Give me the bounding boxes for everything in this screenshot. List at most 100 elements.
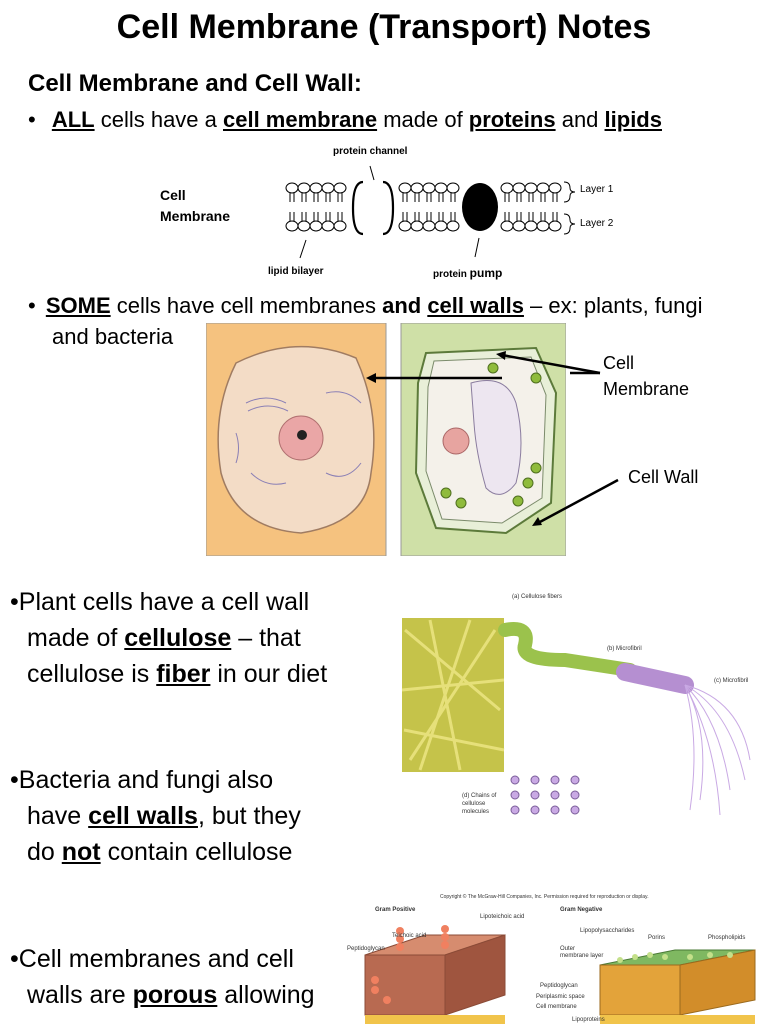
label-membrane: Membrane xyxy=(160,208,231,224)
text: made of xyxy=(27,624,125,652)
microfibrils xyxy=(684,684,751,816)
text: contain cellulose xyxy=(100,838,293,866)
arrow-protein-pump xyxy=(474,237,480,258)
cellulose-figure xyxy=(401,618,751,816)
label-lipoproteins: Lipoproteins xyxy=(572,1017,605,1023)
brace-layer-2 xyxy=(563,213,576,235)
bullet-some-cells: • SOME cells have cell membranes and cel… xyxy=(28,290,748,352)
text: in our diet xyxy=(210,660,328,688)
phospholipid-head xyxy=(524,182,538,194)
text: – that xyxy=(231,624,301,652)
outer-membrane-beads xyxy=(617,952,733,963)
phospholipid-head xyxy=(548,182,562,194)
bullet-glyph: • xyxy=(10,588,19,616)
brace-layer-1 xyxy=(563,181,576,203)
label-porins: Porins xyxy=(648,935,666,941)
vacuole xyxy=(470,380,522,495)
text: Cell membranes and cell xyxy=(18,945,294,973)
phospholipid-head xyxy=(536,182,550,194)
arrow-lipid-bilayer xyxy=(299,239,307,259)
membrane-diagram xyxy=(285,165,576,259)
phospholipid-head xyxy=(434,182,448,194)
text: and xyxy=(555,107,605,132)
phospholipid-head xyxy=(548,220,562,232)
label-protein-channel: protein channel xyxy=(333,146,408,157)
label-lipopolysaccharides: Lipopolysaccharides xyxy=(580,928,635,934)
phospholipid-head xyxy=(309,182,323,194)
phospholipid-head xyxy=(422,220,436,232)
label-layer-1: Layer 1 xyxy=(580,184,614,195)
cellulose-fiber xyxy=(498,622,637,677)
text-all: ALL xyxy=(51,107,95,132)
copyright-line: Copyright © The McGraw-Hill Companies, I… xyxy=(440,894,649,900)
label-peptidoglycan-right: Peptidoglycan xyxy=(540,983,578,989)
protein-pump xyxy=(462,183,498,231)
label-microfibril-c: (c) Microfibril xyxy=(714,678,749,684)
bullet-porous: •Cell membranes and cell walls are porou… xyxy=(10,941,315,1013)
label-cell: Cell xyxy=(160,187,186,203)
phospholipid-head xyxy=(333,220,347,232)
label-cell-membrane: Cell Membrane xyxy=(603,353,690,399)
phospholipid-head xyxy=(524,220,538,232)
gram-positive-side xyxy=(444,934,506,1016)
label-periplasmic-space: Periplasmic space xyxy=(536,994,585,1000)
bullet-glyph: • xyxy=(28,107,36,132)
phospholipid-head xyxy=(321,182,335,194)
membrane-diagram-label: Cell Membrane xyxy=(160,185,230,227)
text: Plant cells have a cell wall xyxy=(18,588,310,616)
text: , but they xyxy=(197,802,301,830)
label-phospholipids: Phospholipids xyxy=(708,935,746,941)
label-teichoic-acid: Teichoic acid xyxy=(392,933,427,939)
bullet-all-cells: • ALL cells have a cell membrane made of… xyxy=(28,105,662,135)
protein-channel-left xyxy=(351,180,364,236)
text-porous: porous xyxy=(132,981,218,1009)
phospholipid-head xyxy=(297,182,311,194)
phospholipid-head xyxy=(398,182,412,194)
text-cell-membrane: cell membrane xyxy=(223,107,378,132)
phospholipid-head xyxy=(446,220,460,232)
label-protein-pump: protein pump xyxy=(433,266,503,280)
phospholipid-head xyxy=(410,182,424,194)
phospholipid-head xyxy=(285,220,299,232)
bullet-glyph: • xyxy=(10,945,19,973)
text: cellulose is xyxy=(27,660,157,688)
fiber-strands xyxy=(401,619,505,771)
label-peptidoglycan-left: Peptidoglycan xyxy=(347,946,385,952)
text: and bacteria xyxy=(52,324,174,349)
phospholipid-head xyxy=(434,220,448,232)
phospholipid-head xyxy=(500,182,514,194)
plant-nucleus xyxy=(442,427,470,455)
text-cell-walls: cell walls xyxy=(427,293,524,318)
label-cell-wall: Cell Wall xyxy=(628,467,699,487)
phospholipid-head xyxy=(297,220,311,232)
phospholipid-head xyxy=(410,220,424,232)
label-gram-negative: Gram Negative xyxy=(560,907,603,913)
phospholipid-head xyxy=(285,182,299,194)
label-cell-membrane-bact: Cell membrane xyxy=(536,1004,577,1010)
phospholipid-head xyxy=(500,220,514,232)
arrow-cell-membrane xyxy=(501,353,601,375)
page-title: Cell Membrane (Transport) Notes xyxy=(116,8,652,46)
text-fiber: fiber xyxy=(156,660,211,688)
bacteria-wall-figure xyxy=(364,925,756,1024)
text-some: SOME xyxy=(45,293,111,318)
gram-positive-front xyxy=(364,954,446,1016)
microfibril-bundle xyxy=(616,663,694,694)
bullet-plant-cells: •Plant cells have a cell wall made of ce… xyxy=(10,584,327,692)
phospholipid-head xyxy=(321,220,335,232)
label-layer-2: Layer 2 xyxy=(580,218,614,229)
label-cellulose-fibers: (a) Cellulose fibers xyxy=(512,594,563,600)
phospholipid-head xyxy=(309,220,323,232)
text-lipids: lipids xyxy=(604,107,662,132)
text-proteins: proteins xyxy=(468,107,556,132)
bullet-bacteria-fungi: •Bacteria and fungi also have cell walls… xyxy=(10,762,301,870)
phospholipid-head xyxy=(398,220,412,232)
text: do xyxy=(27,838,62,866)
bullet-glyph: • xyxy=(28,293,36,318)
text: made of xyxy=(377,107,469,132)
gram-positive-membrane xyxy=(365,1015,505,1024)
text: cells have cell membranes xyxy=(110,293,383,318)
text: Bacteria and fungi also xyxy=(18,766,274,794)
